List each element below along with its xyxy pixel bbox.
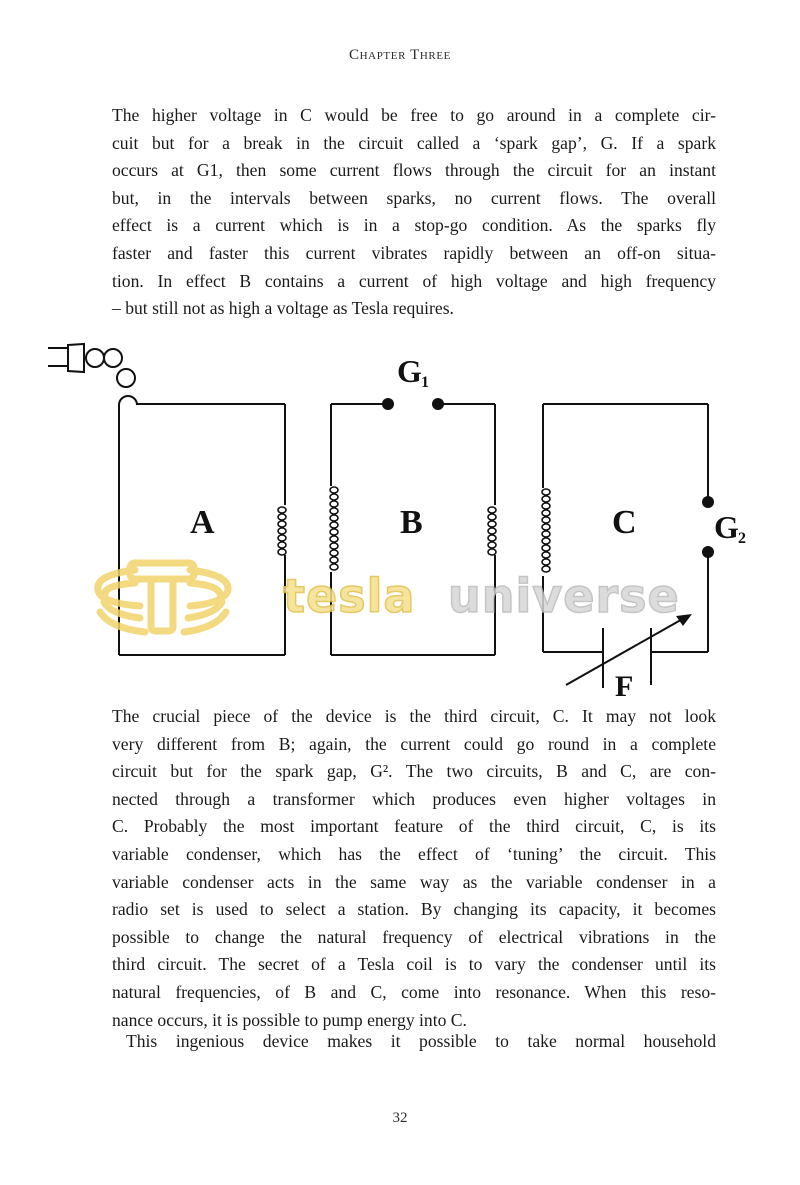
circuit-a — [118, 403, 286, 656]
paragraph-2: The crucial piece of the device is the t… — [112, 703, 716, 1034]
text-line: circuit but for the spark gap, G². The t… — [112, 761, 716, 782]
label-circuit-c: C — [612, 504, 637, 541]
label-condenser: F — [615, 670, 633, 703]
circuit-c — [542, 403, 709, 653]
text-line: nance occurs, it is possible to pump ene… — [112, 1009, 467, 1030]
coil-b-secondary-icon — [487, 506, 497, 556]
text-line: variable condenser acts in the same way … — [112, 871, 716, 892]
text-line: cuit but for a break in the circuit call… — [112, 132, 716, 153]
tesla-universe-watermark: tesla universe — [94, 559, 680, 636]
text-line: C. Probably the most important feature o… — [112, 816, 716, 837]
text-line: The crucial piece of the device is the t… — [112, 706, 716, 726]
text-line: natural frequencies, of B and C, come in… — [112, 981, 716, 1002]
text-line: but, in the intervals between sparks, no… — [112, 187, 716, 208]
text-line: faster and faster this current vibrates … — [112, 242, 716, 263]
tesla-universe-logo-icon — [94, 559, 232, 636]
text-line: very different from B; again, the curren… — [112, 733, 716, 754]
coil-b-primary-icon — [329, 486, 339, 571]
text-line: effect is a current which is in a stop-g… — [112, 215, 716, 236]
tesla-coil-circuit-diagram: A B C G 1 G 2 F — [0, 330, 800, 705]
spark-gap-electrodes — [382, 398, 714, 558]
circuit-b — [330, 403, 496, 656]
label-gap-1: G — [397, 353, 422, 389]
label-circuit-b: B — [400, 504, 423, 541]
text-line: This ingenious device makes it possible … — [126, 1031, 716, 1051]
text-line: The higher voltage in C would be free to… — [112, 105, 716, 125]
text-line: occurs at G1, then some current flows th… — [112, 160, 716, 181]
paragraph-3: This ingenious device makes it possible … — [112, 1028, 716, 1056]
text-line: – but still not as high a voltage as Tes… — [112, 298, 454, 319]
arrow-head-icon — [676, 614, 692, 626]
coil-c-icon — [541, 488, 551, 573]
text-line: nected through a transformer which produ… — [112, 788, 716, 809]
text-line: variable condenser, which has the effect… — [112, 843, 716, 864]
coil-a-icon — [277, 506, 287, 556]
watermark-word-universe: universe — [448, 569, 680, 623]
page-number: 32 — [392, 1110, 408, 1126]
text-line: radio set is used to select a station. B… — [112, 899, 716, 920]
running-head: Chapter Three — [349, 47, 451, 63]
label-gap-1-sub: 1 — [421, 374, 429, 391]
paragraph-1: The higher voltage in C would be free to… — [112, 102, 716, 323]
label-gap-2: G — [714, 509, 739, 545]
plug-icon — [48, 342, 138, 406]
label-gap-2-sub: 2 — [738, 530, 746, 547]
text-line: possible to change the natural frequency… — [112, 926, 716, 947]
variable-condenser — [565, 616, 687, 688]
label-circuit-a: A — [190, 504, 215, 541]
text-line: tion. In effect B contains a current of … — [112, 270, 716, 291]
text-line: third circuit. The secret of a Tesla coi… — [112, 954, 716, 975]
watermark-word-tesla: tesla — [283, 569, 415, 623]
